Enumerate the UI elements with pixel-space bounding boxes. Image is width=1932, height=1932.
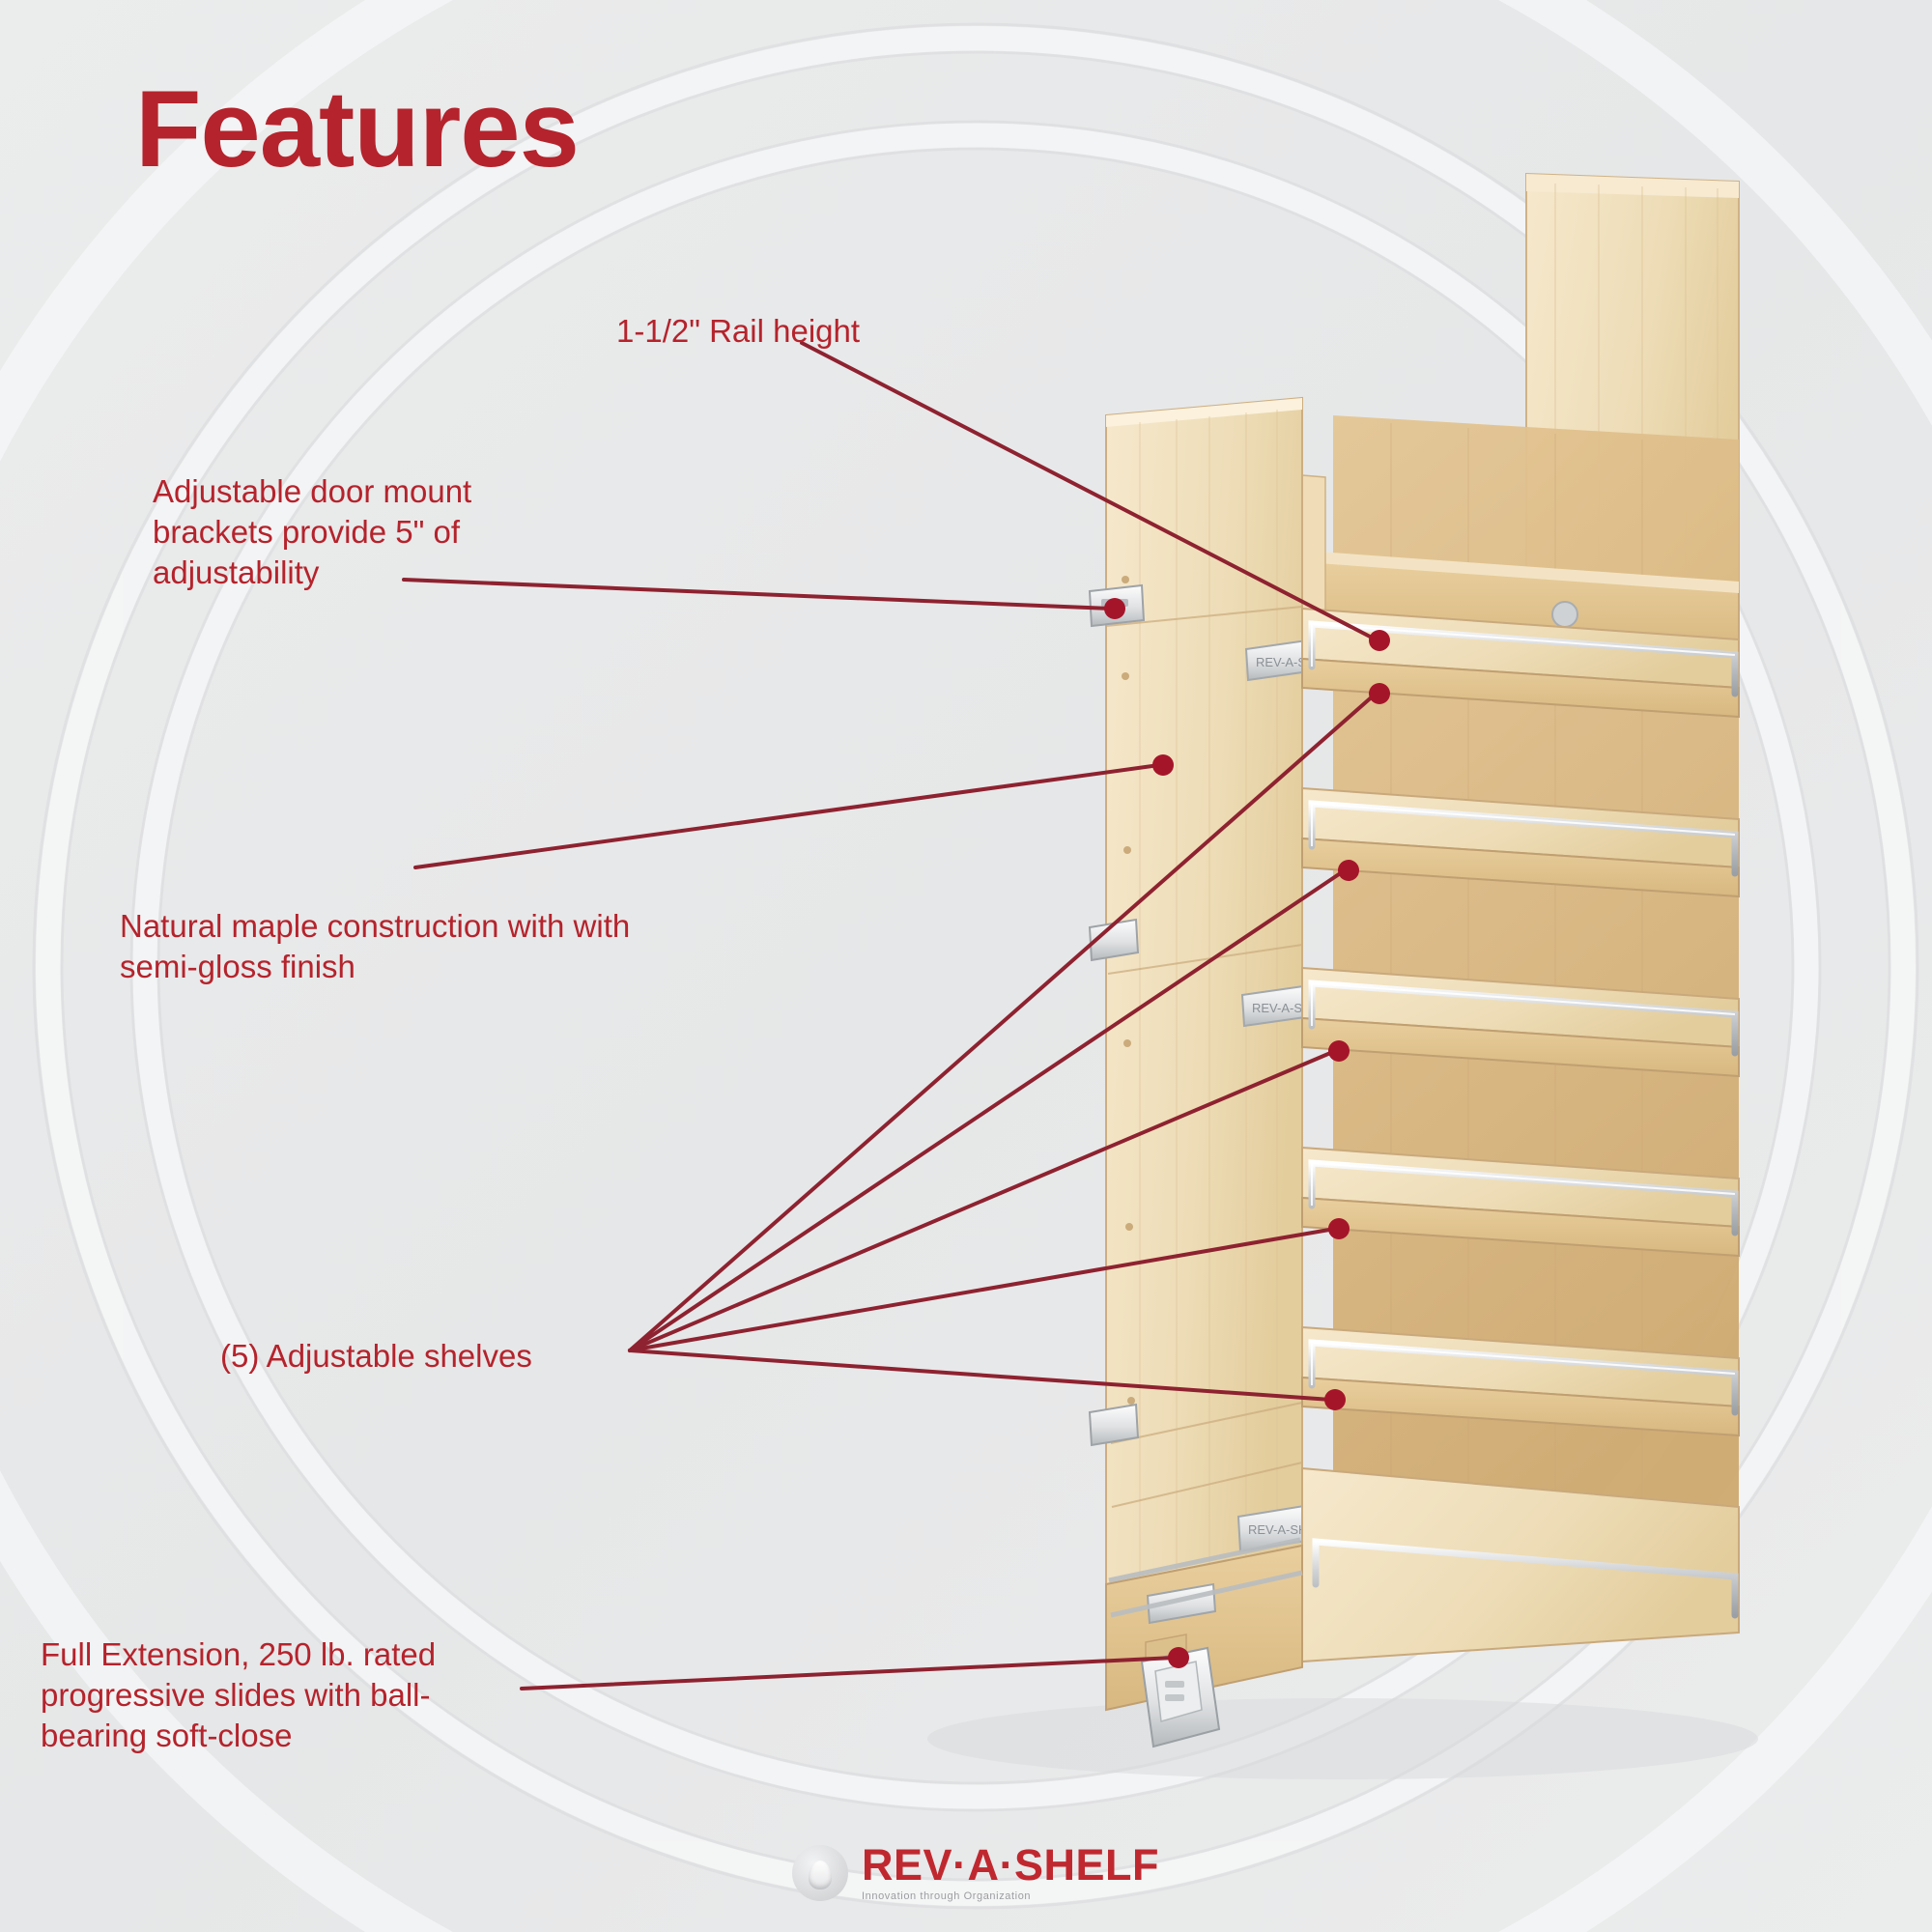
drawer-slide-rails [1108,1537,1303,1618]
leader-shelves-fan [628,692,1378,1402]
rev-a-shelf-logo: REV·A·SHELF Innovation through Organizat… [792,1843,1159,1902]
leader-rail-height [800,341,1378,641]
dome-icon [792,1844,848,1901]
callout-door-mount-brackets: Adjustable door mount brackets provide 5… [153,473,472,591]
left-side-panel [1105,396,1303,1644]
door-mount-bracket-mid [1088,918,1140,962]
logo-text: REV·A·SHELF Innovation through Organizat… [862,1843,1159,1902]
leader-slides [520,1656,1177,1690]
leader-maple [413,763,1161,869]
leader-dots [1104,598,1390,1668]
shelf-2 [1301,786,1740,898]
door-mount-bracket-lower [1088,1403,1140,1447]
callout-full-extension-slides: Full Extension, 250 lb. rated progressiv… [41,1636,437,1754]
callout-adjustable-shelves: (5) Adjustable shelves [220,1338,532,1374]
shelf-3 [1301,966,1740,1078]
shelf-4 [1301,1146,1740,1258]
logo-wordmark: REV·A·SHELF [862,1840,1159,1889]
logo-tagline: Innovation through Organization [862,1890,1032,1902]
shelf-1 [1301,607,1740,719]
callout-maple-construction: Natural maple construction with with sem… [120,908,631,985]
leader-door-mount [402,578,1113,611]
page-title: Features [135,69,580,189]
shelf-5 [1301,1325,1740,1437]
callout-rail-height: 1-1/2" Rail height [616,313,861,349]
